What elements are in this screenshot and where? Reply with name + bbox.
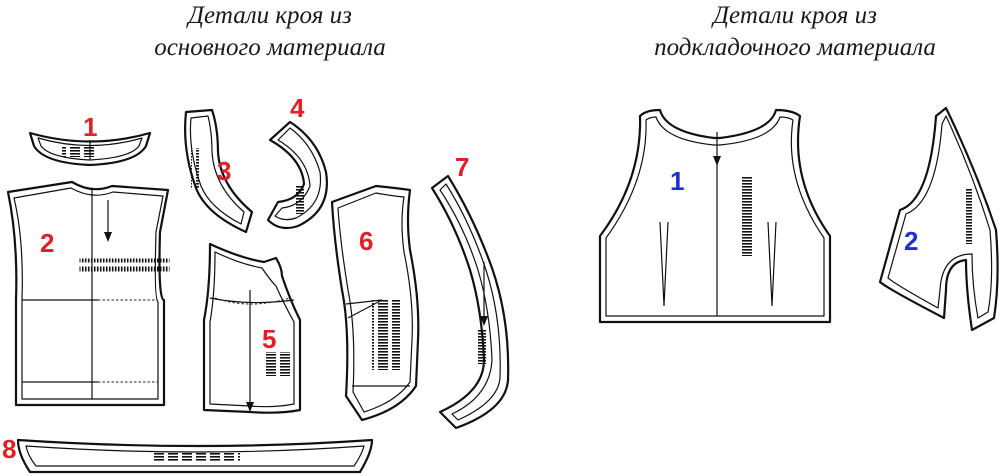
main-label-5: 5 [262,324,276,354]
main-label-4: 4 [290,93,305,123]
main-label-6: 6 [359,226,373,256]
lining-piece-labels: 1 2 [670,166,918,256]
main-piece-7-front-edge [430,174,510,430]
lining-heading-line1: Детали кроя из [713,2,877,29]
main-piece-4-facing [266,120,328,230]
lining-piece-2-side [878,106,999,332]
main-label-1: 1 [83,112,97,142]
main-heading-line2: основного материала [154,34,386,61]
main-label-7: 7 [455,152,469,182]
lining-piece-1-back [598,108,832,324]
main-piece-labels: 1 2 3 4 5 6 7 8 [2,93,469,464]
main-piece-8-belt [16,438,374,474]
lining-material-heading: Детали кроя из подкладочного материала [600,0,990,64]
main-piece-2-front [6,180,170,407]
lining-label-2: 2 [904,226,918,256]
main-piece-3-facing [184,108,254,234]
main-piece-1-back-neck-facing [28,131,152,167]
main-label-3: 3 [217,156,231,186]
main-label-8: 8 [2,434,16,464]
lining-heading-line2: подкладочного материала [654,34,936,61]
main-piece-6-side-front [330,184,420,422]
lining-label-1: 1 [670,166,684,196]
main-piece-5-back [202,242,302,414]
main-heading-line1: Детали кроя из [188,2,352,29]
main-material-heading: Детали кроя из основного материала [100,0,440,64]
main-label-2: 2 [40,228,54,258]
